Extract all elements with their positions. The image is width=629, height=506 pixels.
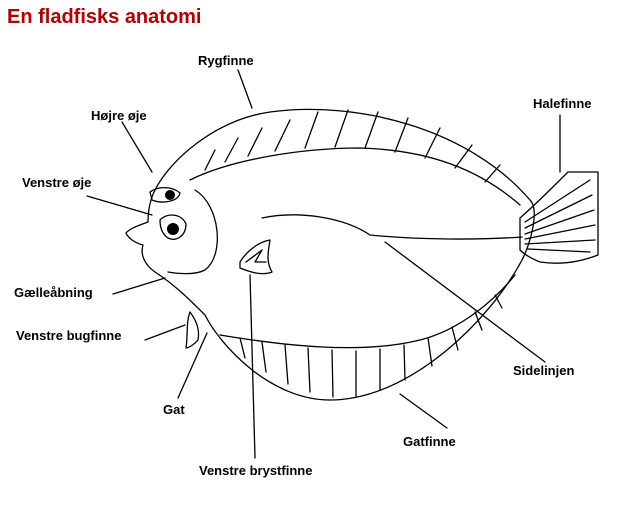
- pelvic-fin: [185, 311, 200, 349]
- anal-fin-edge: [219, 274, 516, 349]
- page-title: En fladfisks anatomi: [7, 6, 202, 28]
- label-hojre-oje: Højre øje: [91, 108, 147, 123]
- label-venstre-brystfinne: Venstre brystfinne: [199, 463, 313, 478]
- lateral-line: [261, 214, 523, 240]
- fish-body-outline: [125, 108, 535, 401]
- label-sidelinjen: Sidelinjen: [513, 363, 575, 378]
- tail-fin-outline: [519, 171, 599, 264]
- gill-arc: [167, 189, 218, 275]
- label-gatfinne: Gatfinne: [403, 434, 456, 449]
- label-venstre-bugfinne: Venstre bugfinne: [16, 328, 122, 343]
- dorsal-fin-rays: [204, 109, 501, 183]
- right-eye: [149, 186, 181, 203]
- left-eye: [159, 214, 187, 240]
- label-gaelleabning: Gælleåbning: [14, 285, 93, 300]
- label-halefinne: Halefinne: [533, 96, 592, 111]
- anal-fin-rays: [239, 294, 503, 398]
- pectoral-fin: [239, 239, 273, 275]
- tail-fin-rays: [524, 179, 596, 253]
- label-rygfinne: Rygfinne: [198, 53, 254, 68]
- label-venstre-oje: Venstre øje: [22, 175, 92, 190]
- label-gat: Gat: [163, 402, 185, 417]
- dorsal-fin-edge: [189, 147, 521, 206]
- leader-lines: [86, 69, 561, 459]
